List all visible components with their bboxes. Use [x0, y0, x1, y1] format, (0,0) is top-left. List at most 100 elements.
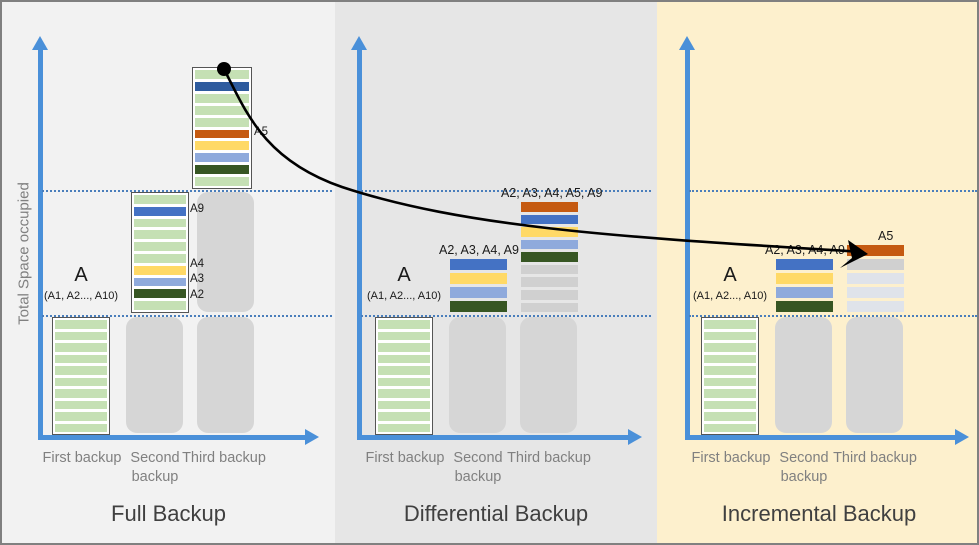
- second-backup-set-label: A2, A3, A4, A9: [439, 243, 519, 257]
- guide-line-lower: [361, 315, 651, 317]
- stripe-g: [378, 377, 430, 386]
- x-axis-arrowhead: [955, 429, 969, 445]
- stripe-gap: [195, 138, 249, 142]
- stripe-g: [55, 366, 107, 375]
- x-axis-line: [38, 435, 308, 440]
- stripe-g: [704, 343, 756, 352]
- stripe-g: [378, 389, 430, 398]
- stripe-g: [378, 366, 430, 375]
- stripe-g: [378, 400, 430, 409]
- x-tick-first-backup: First backup: [365, 450, 445, 466]
- stripe-org: [521, 202, 578, 212]
- stripe-gap: [704, 351, 756, 355]
- stripe-gap: [378, 397, 430, 401]
- stripe-gap: [134, 250, 186, 254]
- stripe-gap: [134, 215, 186, 219]
- panel-title-differential-backup: Differential Backup: [403, 501, 589, 526]
- stripe-g: [134, 195, 186, 204]
- stripe-gray: [521, 264, 578, 275]
- x-axis-arrowhead: [305, 429, 319, 445]
- stripe-g: [378, 320, 430, 329]
- stripe-yel: [195, 141, 249, 151]
- ghost-column: [846, 317, 903, 433]
- stripe-dgrn: [521, 252, 578, 262]
- first-backup-set-detail: (A1, A2..., A10): [693, 290, 767, 302]
- stripe-gap: [55, 340, 107, 343]
- stripe-tick-a9: A9: [190, 203, 205, 215]
- panel-title-full-backup: Full Backup: [111, 501, 226, 526]
- stripe-g: [134, 218, 186, 228]
- stripe-g: [378, 423, 430, 432]
- third-backup-bar: [847, 245, 904, 312]
- guide-line-lower: [689, 315, 977, 317]
- stripe-g: [704, 331, 756, 340]
- stripe-gap: [134, 274, 186, 278]
- stripe-g: [55, 354, 107, 363]
- third-backup-bar: [192, 67, 252, 189]
- stripe-gap: [55, 397, 107, 401]
- x-axis-line: [685, 435, 958, 440]
- y-axis-arrowhead: [32, 36, 48, 50]
- stripe-g: [55, 423, 107, 432]
- third-backup-set-label: A2, A3, A4, A5, A9: [501, 186, 603, 200]
- stripe-gray: [521, 302, 578, 313]
- first-backup-set-detail: (A1, A2..., A10): [44, 290, 118, 302]
- stripe-lgray: [847, 273, 904, 284]
- stripe-g: [378, 412, 430, 421]
- stripe-g: [55, 377, 107, 386]
- stripe-gap: [134, 286, 186, 290]
- stripe-gap: [195, 90, 249, 94]
- stripe-g: [55, 320, 107, 329]
- panel-incremental-backup: A (A1, A2..., A10) A2, A3, A4, A9 A5 Fir…: [657, 2, 977, 543]
- x-tick-second-backup: Second backup: [453, 450, 503, 485]
- stripe-gap: [378, 420, 430, 424]
- stripe-gap: [704, 374, 756, 378]
- y-axis-line: [357, 50, 362, 440]
- ghost-column: [449, 317, 506, 433]
- stripe-gap: [195, 150, 249, 154]
- third-backup-bar: [521, 202, 578, 313]
- stripe-g: [704, 423, 756, 432]
- stripe-g: [704, 354, 756, 363]
- second-backup-bar: [131, 192, 189, 313]
- guide-line-upper: [42, 190, 332, 192]
- first-backup-bar: [375, 317, 433, 435]
- first-backup-bar: [701, 317, 759, 435]
- stripe-gap: [378, 328, 430, 332]
- stripe-gap: [195, 174, 249, 178]
- stripe-g: [378, 343, 430, 352]
- stripe-g: [55, 389, 107, 398]
- stripe-dblue: [195, 81, 249, 91]
- stripe-g: [704, 366, 756, 375]
- stripe-gap: [134, 203, 186, 207]
- stripe-yel: [776, 273, 833, 284]
- stripe-gap: [134, 298, 186, 302]
- first-backup-bar: [52, 317, 110, 435]
- stripe-g: [704, 400, 756, 409]
- ghost-column: [126, 317, 183, 433]
- stripe-gap: [704, 340, 756, 343]
- stripe-blue: [450, 259, 507, 270]
- panel-full-backup: Total Space occupied A (A1, A2..., A10) …: [2, 2, 335, 543]
- stripe-lblue: [521, 239, 578, 250]
- stripe-gap: [195, 78, 249, 82]
- x-tick-third-backup: Third backup: [182, 450, 266, 466]
- y-axis-title: Total Space occupied: [15, 182, 33, 325]
- stripe-gap: [55, 386, 107, 389]
- panel-title-incremental-backup: Incremental Backup: [721, 501, 917, 526]
- stripe-gray: [847, 259, 904, 270]
- first-backup-set-name: A: [397, 264, 411, 286]
- x-axis-arrowhead: [628, 429, 642, 445]
- second-backup-bar: [450, 259, 507, 312]
- first-backup-set-detail: (A1, A2..., A10): [367, 290, 441, 302]
- stripe-gap: [195, 114, 249, 118]
- stripe-gap: [55, 374, 107, 378]
- stripe-lblue: [450, 287, 507, 298]
- stripe-yel: [521, 227, 578, 237]
- first-backup-set-name: A: [723, 264, 737, 286]
- third-backup-set-label: A5: [878, 229, 894, 243]
- stripe-gap: [704, 420, 756, 424]
- stripe-gap: [195, 126, 249, 130]
- stripe-lgray: [847, 301, 904, 312]
- stripe-blue: [134, 206, 186, 216]
